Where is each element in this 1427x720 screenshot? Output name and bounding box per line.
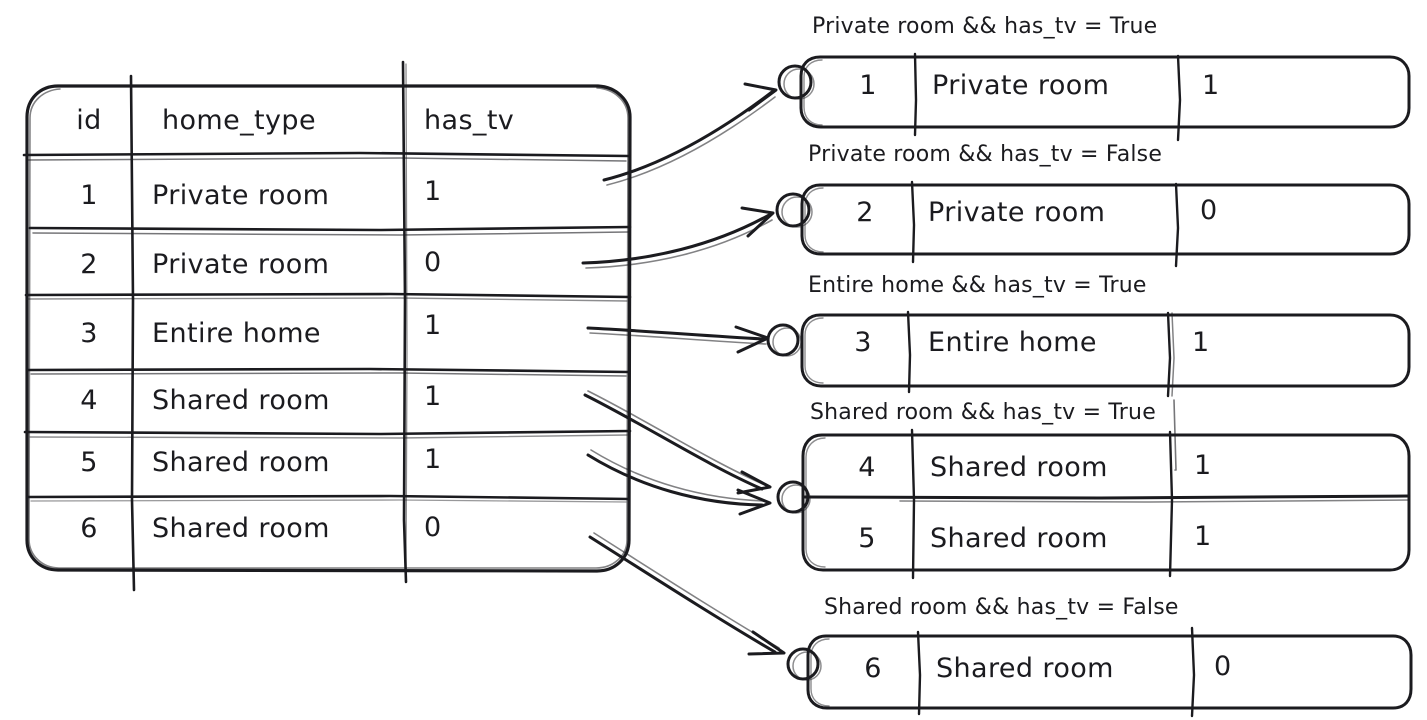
arrow-row6-to-group5 bbox=[588, 532, 786, 656]
source-table-column-dividers bbox=[129, 60, 408, 592]
group-box-3 bbox=[766, 310, 1411, 398]
group-box-2 bbox=[775, 180, 1411, 268]
arrow-row4-to-group4 bbox=[583, 390, 772, 495]
group-box-4 bbox=[776, 399, 1411, 580]
group-box-1 bbox=[777, 52, 1411, 142]
arrow-row1-to-group1 bbox=[602, 82, 778, 186]
arrow-row3-to-group3 bbox=[586, 325, 770, 354]
arrow-row5-to-group4 bbox=[586, 449, 772, 516]
arrow-row2-to-group2 bbox=[581, 206, 775, 269]
group-box-5 bbox=[786, 626, 1413, 718]
source-table-row-separators bbox=[22, 151, 632, 503]
source-table-outline bbox=[25, 84, 632, 573]
